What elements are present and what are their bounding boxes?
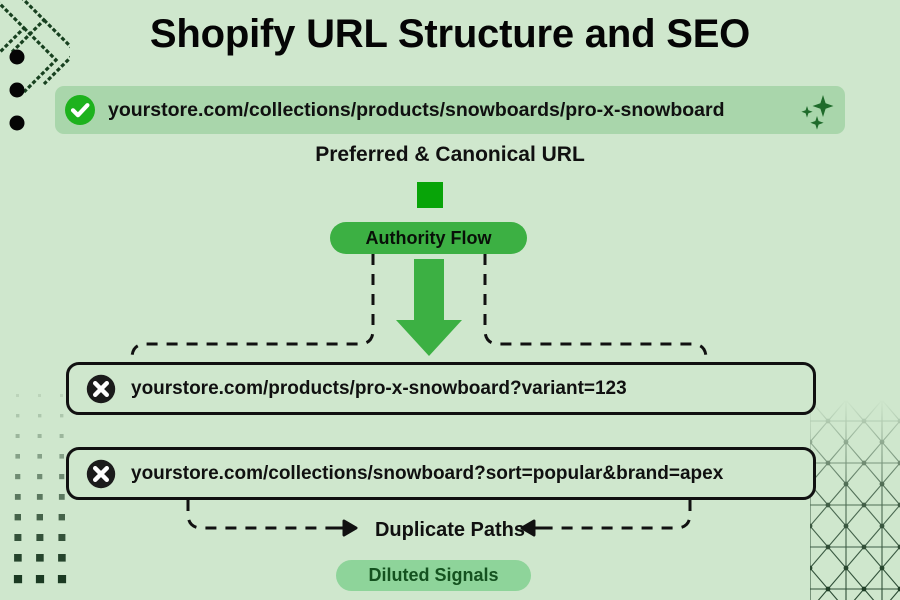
x-circle-icon — [86, 374, 116, 403]
check-circle-icon — [65, 95, 95, 125]
page-title: Shopify URL Structure and SEO — [149, 12, 751, 56]
authority-flow-node: Authority Flow — [330, 222, 527, 254]
sparkles-icon — [801, 95, 834, 130]
canonical-url-bar: yourstore.com/collections/products/snowb… — [55, 86, 845, 134]
arrow-down-icon — [396, 259, 462, 356]
canonical-url-text: yourstore.com/collections/products/snowb… — [108, 98, 725, 121]
bad-url-text: yourstore.com/collections/snowboard?sort… — [131, 462, 724, 484]
bad-url-box: yourstore.com/collections/snowboard?sort… — [66, 447, 816, 500]
bad-url-box: yourstore.com/products/pro-x-snowboard?v… — [66, 362, 816, 415]
duplicate-paths-label: Duplicate Paths — [374, 519, 526, 541]
x-circle-icon — [86, 459, 116, 488]
authority-square-marker — [417, 182, 443, 208]
diluted-signals-pill: Diluted Signals — [336, 560, 531, 591]
bad-url-text: yourstore.com/products/pro-x-snowboard?v… — [131, 377, 627, 399]
canonical-url-caption: Preferred & Canonical URL — [315, 143, 585, 166]
